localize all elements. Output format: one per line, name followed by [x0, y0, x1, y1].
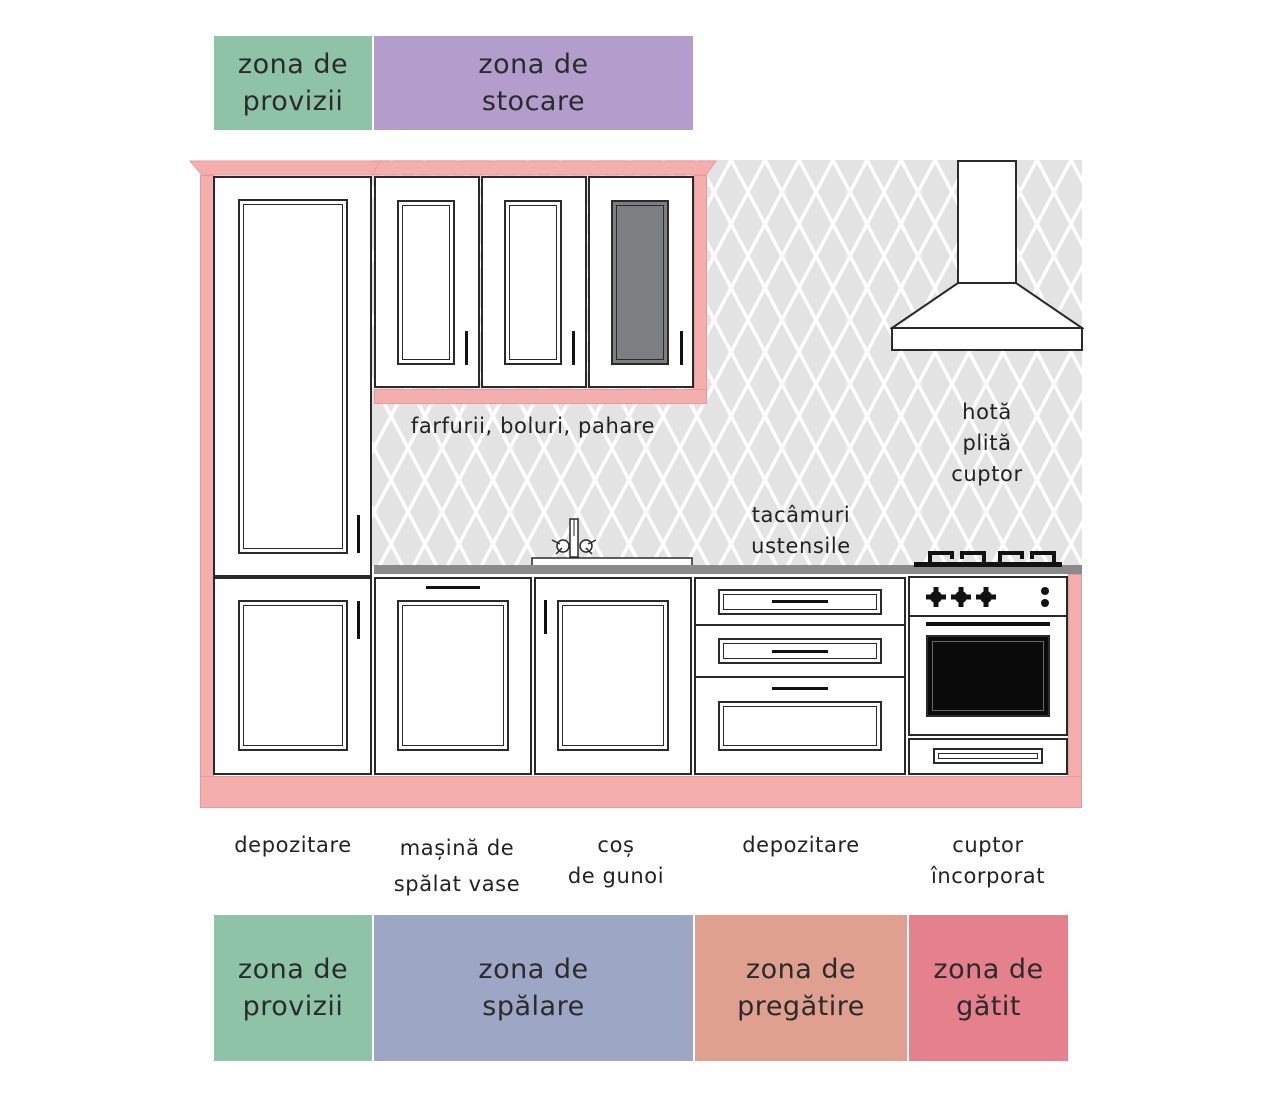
drawer-divider-1 [694, 624, 906, 626]
crown-molding-left [188, 160, 383, 176]
upper-cabinet-2-panel [504, 200, 562, 365]
drawer-1-panel [718, 589, 882, 615]
cooktop-burners-icon [914, 551, 1062, 567]
right-side-panel [1068, 574, 1082, 778]
trash-cabinet [534, 577, 692, 775]
base-cabinet-pantry-panel [238, 600, 348, 751]
upper-cabinet-1 [374, 176, 480, 388]
bottom-zone-pregatire: zona de pregătire [695, 915, 907, 1061]
storage-label: depozitare [742, 833, 860, 857]
oven-window [926, 635, 1050, 717]
bottom-zone-provizii: zona de provizii [214, 915, 372, 1061]
oven-bottom-drawer-panel [933, 748, 1043, 764]
top-zone-provizii: zona de provizii [214, 36, 372, 130]
trash-cabinet-handle [544, 600, 547, 634]
upper-cabinet-3-glass [611, 200, 669, 365]
dishwasher-panel [397, 600, 509, 751]
base-cabinet-pantry-handle [357, 601, 360, 639]
plinth [200, 776, 1082, 808]
upper-cabinet-1-panel [397, 200, 455, 365]
faucet-icon [531, 518, 693, 567]
tall-cabinet-handle [357, 515, 360, 553]
drawers-area-label: tacâmuri ustensile [751, 503, 851, 558]
top-zone-stocare: zona de stocare [374, 36, 693, 130]
countertop [374, 565, 1082, 574]
bottom-zone-gatit: zona de gătit [909, 915, 1068, 1061]
upper-bottom-trim [374, 389, 707, 404]
left-side-panel [200, 175, 214, 778]
upper-cabinet-1-handle [465, 331, 468, 365]
dishwasher-label: mașină de spălat vase [393, 836, 521, 896]
trash-label: coș de gunoi [567, 833, 665, 888]
oven-handle [926, 622, 1050, 626]
oven-label: cuptor încorporat [930, 833, 1046, 888]
upper-cabinet-2 [481, 176, 587, 388]
drawer-2-panel [718, 638, 882, 664]
oven-control-knobs-icon [926, 587, 1049, 607]
drawer-2-handle [772, 650, 828, 653]
upper-cabinet-3-handle [680, 331, 683, 365]
upper-cabinet-2-handle [572, 331, 575, 365]
upper-side-panel [694, 175, 707, 390]
bottom-zone-spalare: zona de spălare [374, 915, 693, 1061]
dishwasher-cabinet [374, 577, 532, 775]
drawer-3-handle [772, 687, 828, 690]
pantry-label: depozitare [234, 833, 352, 857]
range-hood-icon [890, 160, 1084, 351]
dishwasher-handle [426, 586, 480, 589]
drawer-divider-2 [694, 676, 906, 678]
oven-panel-divider [908, 615, 1068, 617]
drawer-3-panel [718, 701, 882, 751]
trash-cabinet-panel [557, 600, 669, 751]
hood-area-label: hotă plită cuptor [951, 400, 1023, 486]
tall-cabinet-panel [238, 199, 348, 554]
crown-molding-right [371, 160, 717, 176]
upper-cabinets-label: farfurii, boluri, pahare [410, 414, 656, 438]
drawer-1-handle [772, 600, 828, 603]
